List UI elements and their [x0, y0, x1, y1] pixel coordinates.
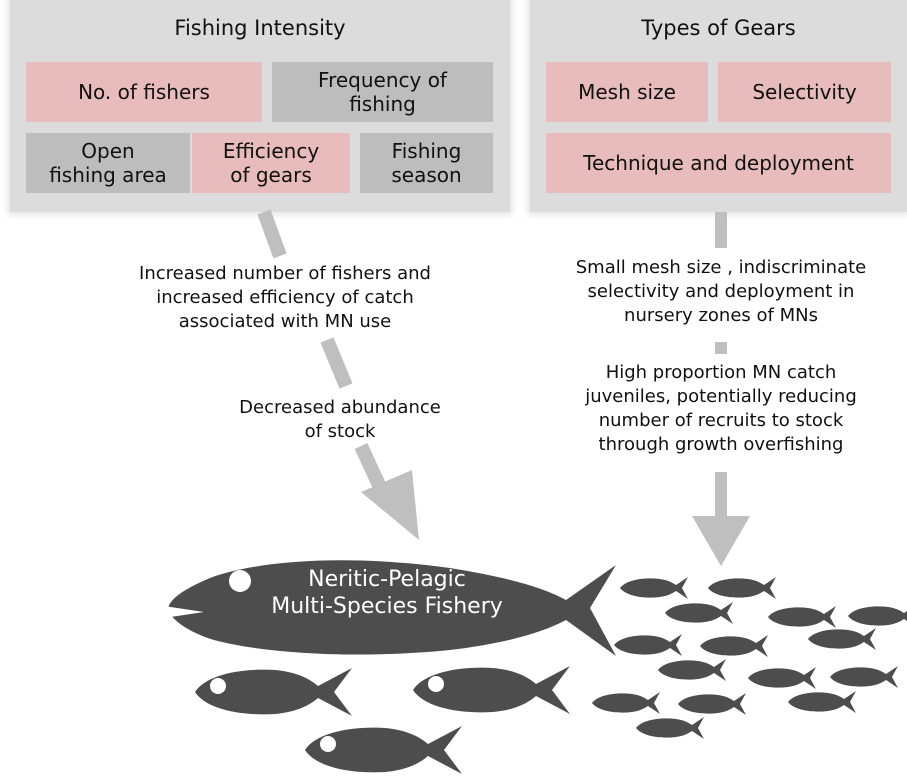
left-arrow-head: [361, 470, 419, 540]
small-fish: [768, 606, 836, 628]
types-of-gears-title: Types of Gears: [641, 16, 796, 40]
large-fish: [164, 560, 616, 656]
small-fish: [620, 577, 688, 599]
right-effect-label: Small mesh size , indiscriminate selecti…: [575, 257, 867, 326]
small-fish: [658, 659, 726, 681]
fishing-intensity-title: Fishing Intensity: [174, 16, 346, 40]
small-fish: [848, 605, 907, 627]
right-arrow-shaft-bottom: [715, 472, 727, 518]
technique-and-deployment-label: Technique and deployment: [583, 151, 854, 175]
left-result-label: Decreased abundance of stock: [239, 397, 441, 442]
small-fish: [700, 635, 768, 657]
fishing-intensity-panel: Fishing Intensity No. of fishers Frequen…: [10, 0, 510, 212]
right-arrow-shaft-middle: [715, 342, 727, 354]
right-result-label: High proportion MN catch juveniles, pote…: [585, 362, 857, 455]
left-arrow-shaft-middle: [320, 337, 353, 389]
no-of-fishers-label: No. of fishers: [78, 80, 210, 104]
right-arrow-head: [692, 516, 750, 566]
fishery-label: Neritic-Pelagic Multi-Species Fishery: [271, 567, 503, 619]
left-arrow-shaft-top: [257, 209, 287, 259]
types-of-gears-panel: Types of Gears Mesh size Selectivity Tec…: [530, 0, 907, 212]
medium-fish: [195, 668, 352, 716]
medium-fish: [305, 726, 462, 774]
small-fish: [665, 602, 733, 624]
no-of-fishers-box: No. of fishers: [26, 62, 262, 122]
small-fish: [788, 691, 856, 713]
small-fish: [614, 634, 682, 656]
selectivity-label: Selectivity: [752, 80, 857, 104]
mesh-size-label: Mesh size: [578, 80, 676, 104]
mesh-size-box: Mesh size: [546, 62, 708, 122]
small-fish: [808, 628, 876, 650]
left-effect-label: Increased number of fishers and increase…: [139, 263, 431, 332]
small-fish: [592, 692, 660, 714]
small-fish: [830, 666, 898, 688]
medium-fish: [413, 666, 570, 714]
small-fish: [636, 717, 704, 739]
right-arrow-shaft-top: [715, 212, 727, 248]
selectivity-box: Selectivity: [718, 62, 891, 122]
small-fish: [748, 667, 816, 689]
small-fish: [678, 693, 746, 715]
technique-and-deployment-box: Technique and deployment: [546, 133, 891, 193]
small-fish: [708, 577, 776, 599]
